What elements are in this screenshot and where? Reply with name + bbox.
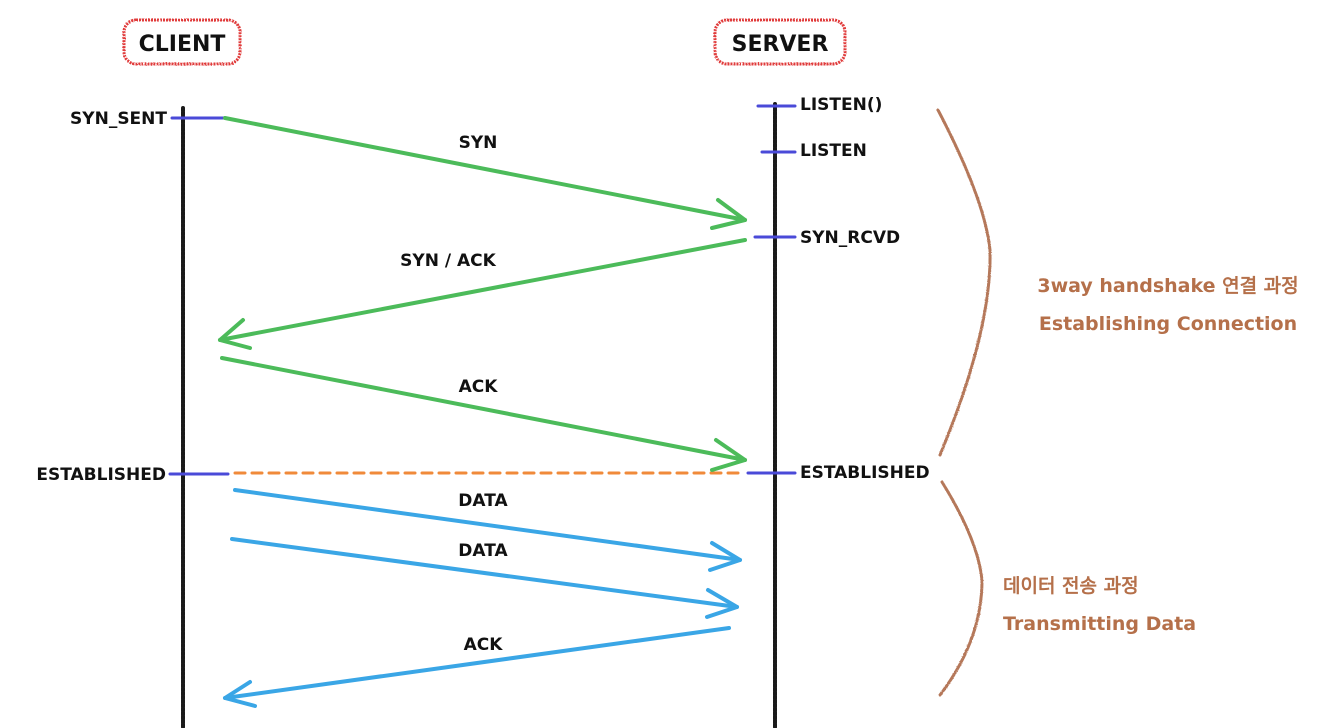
transfer-phase-subtitle: Transmitting Data [1003, 613, 1196, 635]
syn-arrowhead [710, 198, 747, 230]
syn-arrow-shaft [223, 116, 747, 222]
ack2-arrowhead [223, 680, 257, 708]
client-state-syn-sent: SYN_SENT [70, 109, 167, 129]
ack-arrowhead [710, 438, 747, 472]
server-state-syn-rcvd: SYN_RCVD [800, 228, 900, 248]
transfer-phase-brace [938, 480, 984, 697]
server-state-listen-call: LISTEN() [800, 95, 882, 115]
syn-ack-label: SYN / ACK [400, 251, 496, 271]
server-title-box [713, 18, 847, 66]
message-syn-ack: SYN / ACK [218, 238, 747, 350]
message-syn: SYN [223, 116, 747, 230]
ack2-arrow-shaft [223, 626, 731, 700]
ack-label: ACK [459, 377, 499, 397]
data2-arrow-shaft [230, 537, 739, 609]
server-state-established: ESTABLISHED [800, 463, 930, 483]
ack-arrow-shaft [220, 356, 747, 462]
client-title: CLIENT [122, 18, 242, 66]
client-title-box [122, 18, 242, 66]
data1-arrow-shaft [233, 488, 742, 562]
message-data-2: DATA [230, 537, 739, 619]
transfer-phase-title: 데이터 전송 과정 [1003, 575, 1139, 597]
ack2-label: ACK [464, 635, 504, 655]
data2-arrowhead [705, 588, 739, 619]
syn-label: SYN [459, 133, 498, 153]
message-ack: ACK [220, 356, 747, 472]
handshake-phase-brace [936, 108, 992, 457]
server-title: SERVER [713, 18, 847, 66]
client-title-label: CLIENT [139, 32, 226, 57]
server-title-label: SERVER [732, 32, 829, 57]
syn-ack-arrowhead [218, 318, 252, 350]
syn-ack-arrow-shaft [218, 238, 747, 342]
data2-label: DATA [458, 541, 508, 561]
message-data-1: DATA [233, 488, 742, 572]
handshake-phase-subtitle: Establishing Connection [1039, 313, 1297, 335]
handshake-phase-title: 3way handshake 연결 과정 [1037, 275, 1298, 297]
server-state-listen: LISTEN [800, 141, 867, 161]
data1-arrowhead [708, 541, 742, 572]
client-state-established: ESTABLISHED [36, 465, 166, 485]
data1-label: DATA [458, 491, 508, 511]
message-ack-2: ACK [223, 626, 731, 708]
